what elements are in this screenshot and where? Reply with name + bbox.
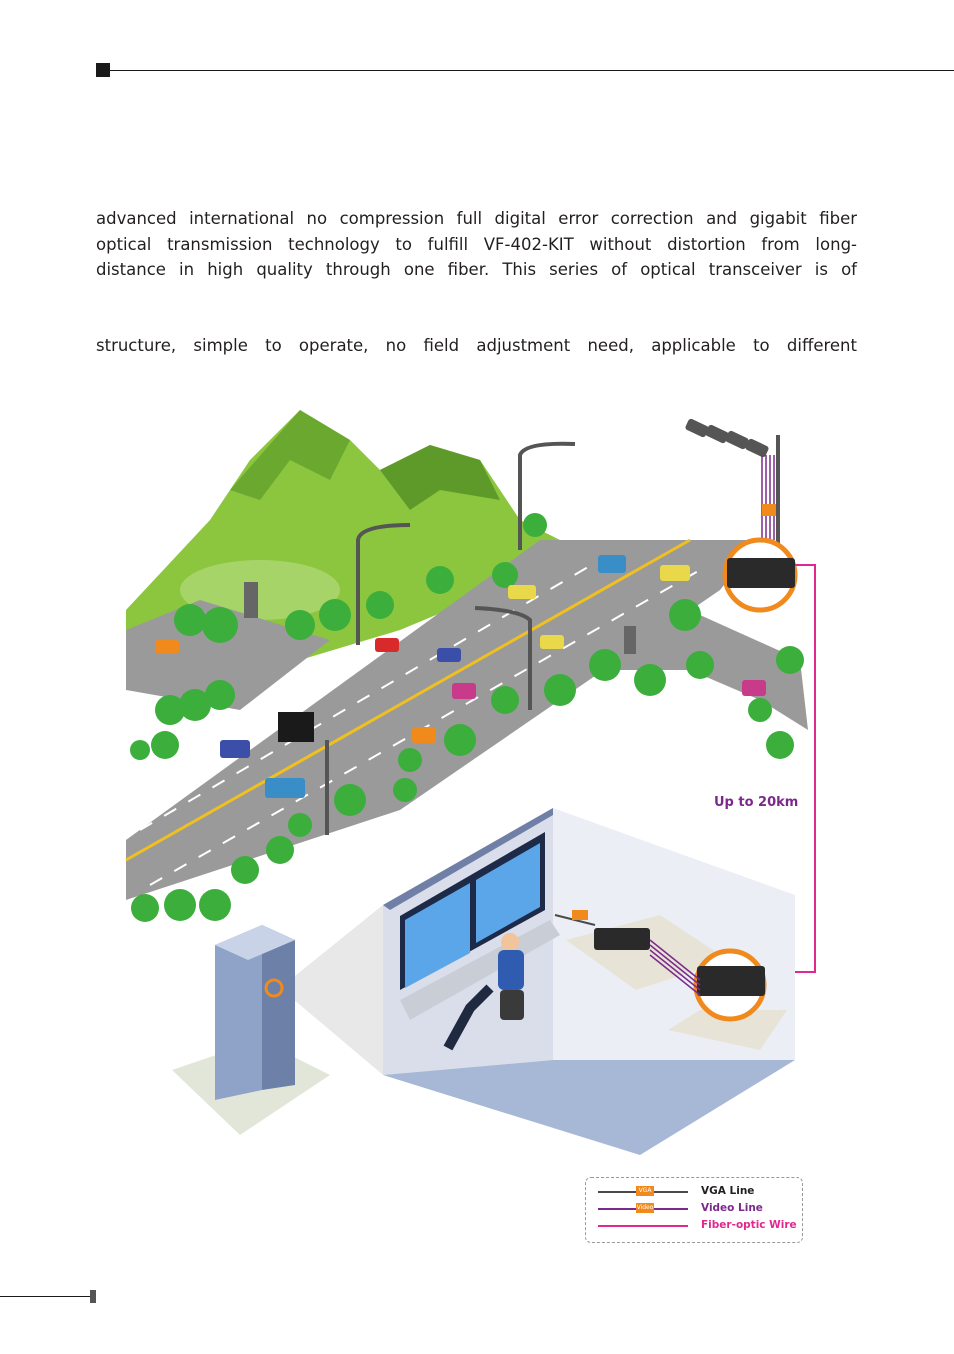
legend-tag-video: Video [636, 1203, 654, 1213]
diagram-legend: VGA VGA Line Video Video Line Fiber-opti… [585, 1177, 803, 1243]
footer-rule [0, 1296, 92, 1297]
street-lamp-group [325, 435, 780, 835]
dvr-device [594, 928, 650, 950]
control-room-transceiver [693, 948, 767, 1022]
surveillance-diagram [125, 410, 816, 1155]
video-wall [400, 832, 545, 990]
paragraph-line: optical transmission technology to fulfi… [96, 234, 857, 254]
legend-label-fiber: Fiber-optic Wire [701, 1219, 797, 1231]
billboard [278, 712, 314, 742]
vehicle-group [155, 555, 766, 798]
legend-item-video: Video Video Line [598, 1202, 798, 1216]
zoom-wedge [280, 905, 383, 1075]
traffic-light-icon [244, 582, 258, 618]
video-line [649, 939, 701, 996]
vga-tag [572, 910, 588, 920]
header-square-mark [96, 63, 110, 77]
control-room [383, 808, 795, 1155]
camera-group [685, 418, 769, 458]
legend-tag-vga: VGA [636, 1186, 654, 1196]
legend-swatch-fiber [598, 1225, 688, 1227]
footer-tick-mark [90, 1290, 96, 1303]
paragraph-line: advanced international no compression fu… [96, 209, 857, 228]
distance-label: Up to 20km [714, 795, 799, 810]
traffic-light-icon [624, 626, 636, 654]
video-tag [762, 504, 776, 516]
operator-figure [443, 933, 524, 1051]
office-building [172, 925, 330, 1135]
body-paragraph-1: advanced international no compression fu… [96, 206, 857, 283]
paragraph-line: distance in high quality through one fib… [96, 260, 857, 279]
video-line [761, 455, 775, 540]
paragraph-line: structure, simple to operate, no field a… [96, 336, 857, 355]
legend-label-vga: VGA Line [701, 1185, 755, 1197]
header-rule [110, 70, 954, 71]
tree-group [130, 513, 804, 922]
legend-item-fiber: Fiber-optic Wire [598, 1219, 798, 1233]
roadside-transceiver [722, 537, 798, 613]
legend-label-video: Video Line [701, 1202, 763, 1214]
legend-item-vga: VGA VGA Line [598, 1185, 798, 1199]
body-paragraph-2: structure, simple to operate, no field a… [96, 333, 857, 359]
